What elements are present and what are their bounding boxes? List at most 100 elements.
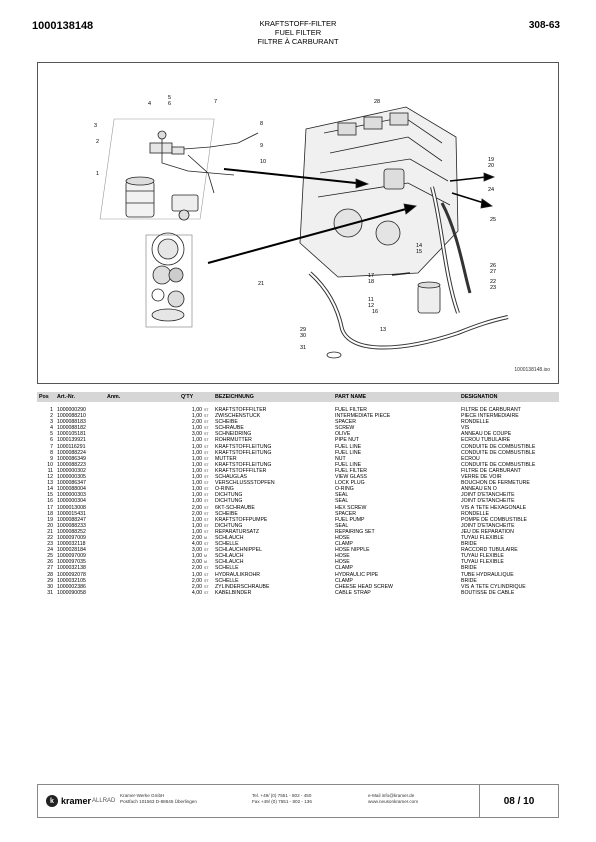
row-designation: PIÈCE INTERMÉDIAIRE bbox=[461, 413, 519, 420]
callout-label: 5 bbox=[168, 95, 171, 101]
row-art-nr: 1000116291 bbox=[57, 443, 86, 450]
row-designation: JOINT D'ÉTANCHÉITÉ bbox=[461, 492, 515, 499]
row-unit: ST bbox=[204, 499, 209, 504]
row-designation: FILTRE DE CARBURANT bbox=[461, 407, 521, 413]
row-art-nr: 1000032118 bbox=[57, 541, 86, 548]
row-designation: RACCORD TUBULAIRE bbox=[461, 547, 518, 554]
row-qty: 2,00 bbox=[191, 565, 202, 572]
page-number: 08 / 10 bbox=[479, 785, 558, 817]
callout-label: 12 bbox=[368, 303, 374, 309]
callout-label: 6 bbox=[168, 101, 171, 107]
callout-label: 28 bbox=[374, 99, 380, 105]
row-unit: ST bbox=[204, 414, 209, 419]
row-part-name: HOSE NIPPLE bbox=[335, 547, 370, 554]
row-designation: TUYAU FLEXIBLE bbox=[461, 553, 504, 560]
row-designation: BRIDE bbox=[461, 577, 477, 584]
row-art-nr: 1000013008 bbox=[57, 504, 86, 511]
row-designation: TUYAU FLEXIBLE bbox=[461, 559, 504, 566]
row-part-name: HOSE bbox=[335, 559, 350, 566]
callout-label: 26 bbox=[490, 263, 496, 269]
row-art-nr: 1000002386 bbox=[57, 583, 86, 590]
row-unit: ST bbox=[204, 420, 209, 425]
row-unit: ST bbox=[204, 444, 209, 449]
row-pos: 2 bbox=[50, 413, 53, 420]
row-qty: 1,00 bbox=[191, 486, 202, 493]
row-art-nr: 1000139921 bbox=[57, 437, 86, 444]
row-qty: 1,00 bbox=[191, 455, 202, 462]
row-qty: 1,00 bbox=[191, 425, 202, 432]
row-designation: VIS À TÊTE HEXAGONALE bbox=[461, 504, 527, 511]
col-art: Art.-Nr. bbox=[55, 392, 105, 402]
row-part-name: HYDRAULIC PIPE bbox=[335, 571, 379, 578]
page-code: 308-63 bbox=[528, 20, 560, 31]
row-designation: TUYAU FLEXIBLE bbox=[461, 534, 504, 541]
row-designation: ÉCROU bbox=[461, 455, 480, 462]
row-bezeichnung: SCHEIBE bbox=[215, 419, 238, 426]
row-pos: 11 bbox=[47, 467, 53, 474]
row-qty: 1,00 bbox=[191, 449, 202, 456]
callout-label: 1 bbox=[96, 171, 99, 177]
row-qty: 1,00 bbox=[191, 407, 202, 413]
row-qty: 1,00 bbox=[191, 413, 202, 420]
row-part-name: SEAL bbox=[335, 492, 349, 499]
row-part-name: NUT bbox=[335, 455, 346, 462]
row-qty: 3,00 bbox=[191, 559, 202, 566]
row-qty: 1,00 bbox=[191, 474, 202, 481]
row-qty: 1,00 bbox=[191, 571, 202, 578]
row-unit: ST bbox=[204, 566, 209, 571]
callout-label: 24 bbox=[488, 187, 494, 193]
row-unit: ST bbox=[204, 493, 209, 498]
row-bezeichnung: SCHEIBE bbox=[215, 510, 238, 517]
callout-label: 21 bbox=[258, 281, 264, 287]
col-qty: Q'TY bbox=[179, 392, 203, 402]
callout-label: 13 bbox=[380, 327, 386, 333]
row-pos: 3 bbox=[50, 419, 53, 426]
callout-label: 27 bbox=[490, 269, 496, 275]
row-part-name: FUEL PUMP bbox=[335, 516, 365, 523]
row-bezeichnung: KRAFTSTOFFLEITUNG bbox=[215, 461, 272, 468]
row-pos: 4 bbox=[50, 425, 53, 432]
row-bezeichnung: SCHLAUCH bbox=[215, 553, 244, 560]
row-bezeichnung: MUTTER bbox=[215, 455, 237, 462]
row-pos: 9 bbox=[50, 455, 53, 462]
row-designation: RONDELLE bbox=[461, 419, 489, 426]
row-art-nr: 1000088223 bbox=[57, 461, 86, 468]
row-part-name: HOSE bbox=[335, 534, 350, 541]
row-pos: 30 bbox=[47, 583, 53, 590]
brand-suffix: ALLRAD bbox=[92, 798, 116, 804]
row-part-name: CLAMP bbox=[335, 565, 353, 572]
row-part-name: HEX SCREW bbox=[335, 504, 367, 511]
callout-label: 2 bbox=[96, 139, 99, 145]
row-qty: 1,00 bbox=[191, 437, 202, 444]
row-unit: ST bbox=[204, 542, 209, 547]
callout-label: 8 bbox=[260, 121, 263, 127]
row-part-name: CLAMP bbox=[335, 577, 353, 584]
row-art-nr: 1000088183 bbox=[57, 419, 86, 426]
row-unit: ST bbox=[204, 548, 209, 553]
row-part-name: HOSE bbox=[335, 553, 350, 560]
callout-label: 14 bbox=[416, 243, 422, 249]
row-art-nr: 1000097035 bbox=[57, 559, 86, 566]
row-bezeichnung: HYDRAULIKROHR bbox=[215, 571, 260, 578]
row-pos: 8 bbox=[50, 449, 53, 456]
callout-label: 19 bbox=[488, 157, 494, 163]
row-pos: 6 bbox=[50, 437, 53, 444]
figure-id: 1000138148.iso bbox=[514, 367, 550, 373]
row-part-name: PIPE NUT bbox=[335, 437, 359, 444]
row-pos: 28 bbox=[47, 571, 53, 578]
row-part-name: SEAL bbox=[335, 498, 349, 505]
col-anm: Anm. bbox=[105, 392, 179, 402]
row-part-name: FUEL FILTER bbox=[335, 407, 367, 413]
row-designation: VIS À TÊTE CYLINDRIQUE bbox=[461, 583, 526, 590]
row-bezeichnung: SCHELLE bbox=[215, 541, 239, 548]
row-part-name: CABLE STRAP bbox=[335, 589, 371, 596]
row-qty: 1,00 bbox=[191, 522, 202, 529]
row-bezeichnung: SCHELLE bbox=[215, 565, 239, 572]
